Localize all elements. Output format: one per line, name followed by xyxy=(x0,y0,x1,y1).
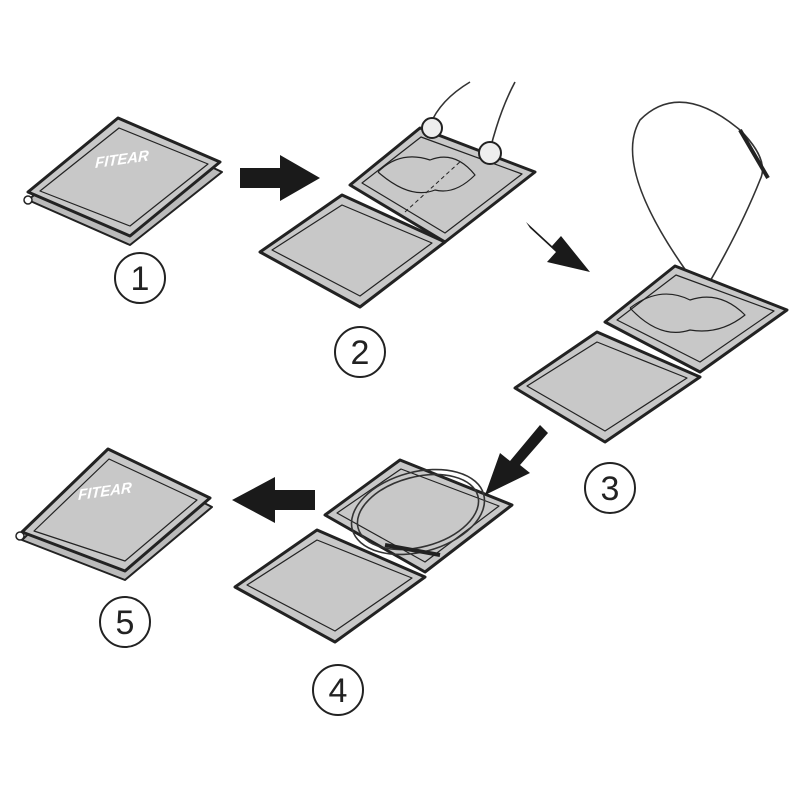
step-number-1: 1 xyxy=(114,252,166,304)
step-number-3: 3 xyxy=(584,462,636,514)
svg-text:4: 4 xyxy=(329,672,348,710)
svg-text:1: 1 xyxy=(131,260,150,298)
audio-plug-icon xyxy=(384,543,441,557)
svg-text:5: 5 xyxy=(116,604,135,642)
case-step-2 xyxy=(258,81,537,309)
earphone-icon xyxy=(421,117,443,139)
zipper-pull-icon xyxy=(15,531,25,541)
step-number-4: 4 xyxy=(312,664,364,716)
svg-text:3: 3 xyxy=(601,470,620,508)
svg-text:2: 2 xyxy=(351,334,370,372)
step-number-2: 2 xyxy=(334,326,386,378)
case-step-5: FITEAR xyxy=(15,447,213,581)
arrow-down-right-icon xyxy=(526,222,590,272)
earphone-icon xyxy=(478,141,502,165)
case-step-3 xyxy=(513,101,789,444)
step-number-5: 5 xyxy=(99,596,151,648)
arrow-down-left-icon xyxy=(485,425,548,495)
arrow-left-icon xyxy=(232,477,315,523)
zipper-pull-icon xyxy=(23,195,33,205)
audio-plug-icon xyxy=(738,128,770,180)
case-step-4 xyxy=(233,458,514,644)
arrow-right-icon xyxy=(240,155,320,201)
case-step-1: FITEAR xyxy=(23,116,223,246)
